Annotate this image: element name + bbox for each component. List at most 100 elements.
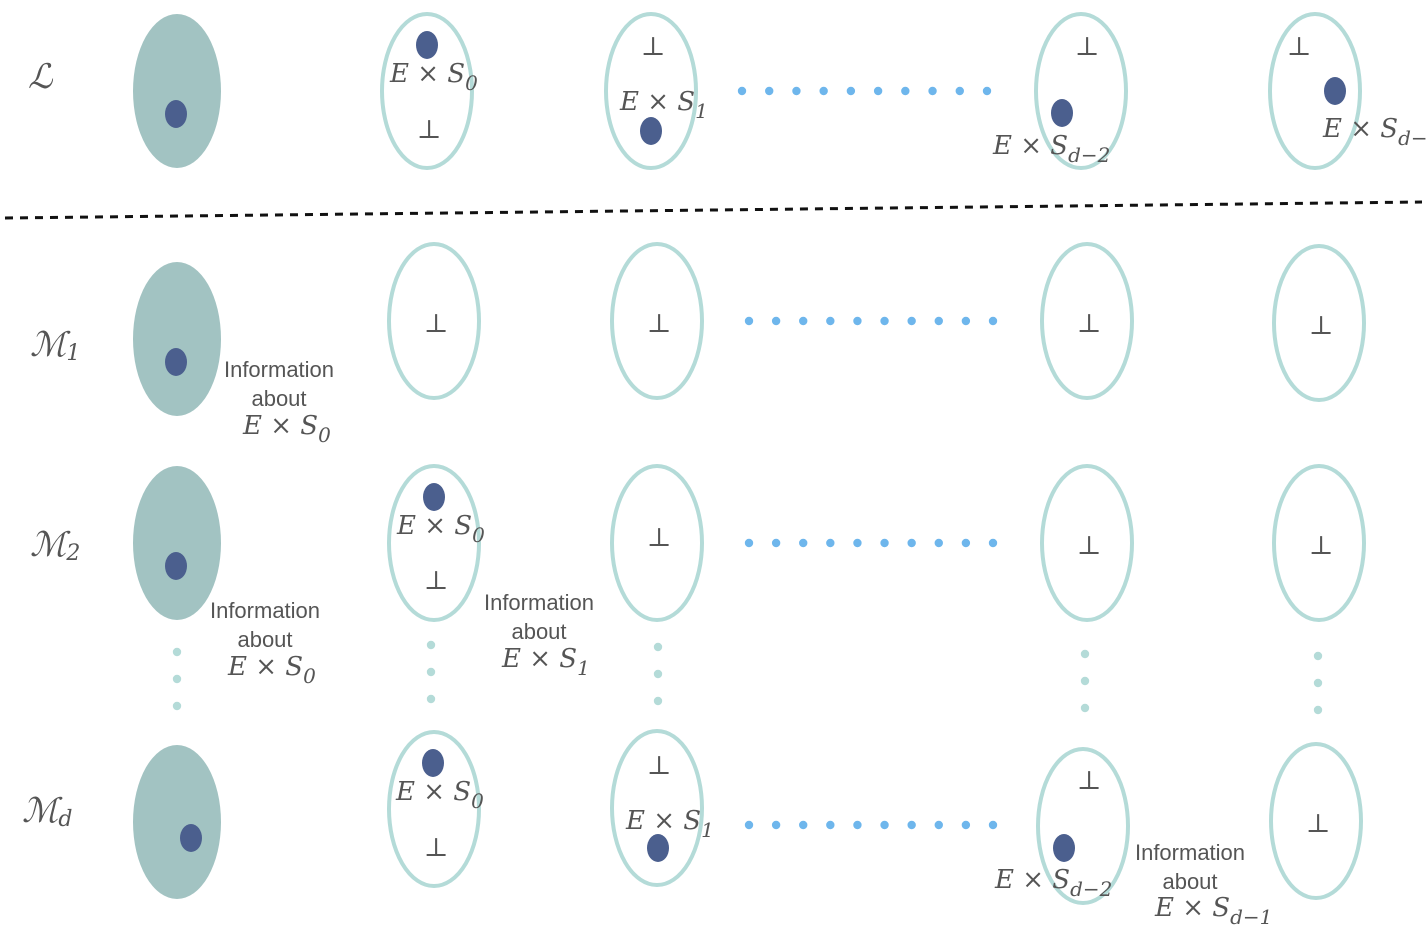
- row-dots-Md-dot: [934, 820, 943, 830]
- row-dots-M1-dot: [934, 316, 943, 326]
- row-dots-M2-dot: [826, 538, 835, 548]
- info-Md-line1: Information: [1135, 840, 1245, 865]
- vertical-dots-col1: [426, 640, 436, 704]
- row-dots-Md-dot: [853, 820, 862, 830]
- bottom-M1-S0: ⊥: [424, 309, 448, 339]
- row-dots-Md-dot: [771, 820, 781, 830]
- dot-Md-Sd2: [1053, 834, 1075, 862]
- bottom-M1-Sd1: ⊥: [1309, 311, 1333, 341]
- filled-ellipse-M1: [133, 262, 221, 416]
- row-L: E × S0 ⊥ ⊥ E × S1 ⊥ E × Sd−2 ⊥ E × Sd−1: [133, 12, 1426, 170]
- vertical-dots-col2-dot: [653, 642, 663, 652]
- ellipse-L-S0: [380, 12, 474, 170]
- label-Md-ExS0: E × S0: [395, 777, 484, 813]
- dot-L-S1: [640, 117, 662, 145]
- row-dots-M1-dot: [853, 316, 862, 326]
- row-dots-M2-dot: [880, 538, 889, 548]
- vertical-dots-col4-dot: [1313, 705, 1323, 715]
- row-dots-M1-dot: [880, 316, 889, 326]
- vertical-dots-col3: [1080, 649, 1090, 713]
- ellipse-L-Sd2: [1034, 12, 1128, 170]
- vertical-dots-col2-dot: [653, 696, 663, 706]
- row-dots-L-dot: [873, 86, 883, 96]
- row-label-M1: ℳ1: [30, 325, 80, 366]
- label-M2-ExS0: E × S0: [396, 511, 485, 547]
- info-M1-line1: Information: [224, 357, 334, 382]
- dot-M2-S0: [423, 483, 445, 511]
- row-Md: E × S0 ⊥ ⊥ E × S1 ⊥ E × Sd−2 ⊥ Informati…: [133, 729, 1363, 929]
- dot-M1-0: [165, 348, 187, 376]
- row-dots-M2: [744, 538, 998, 548]
- vertical-dots-col0-dot: [172, 647, 182, 657]
- vertical-dots-col3-dot: [1080, 676, 1090, 686]
- bottom-M2-Sd1: ⊥: [1309, 531, 1333, 561]
- row-dots-M2-dot: [961, 538, 971, 548]
- info-M1-ExS0: E × S0: [242, 411, 331, 447]
- ellipse-M2-Sd2: [1040, 464, 1134, 622]
- vertical-dots-col1-dot: [426, 694, 436, 704]
- row-M2: Information about E × S0 E × S0 ⊥ Inform…: [133, 464, 1366, 688]
- info-M2b-line1: Information: [484, 590, 594, 615]
- vertical-dots-col3-dot: [1080, 703, 1090, 713]
- info-M2b-ExS1: E × S1: [501, 644, 590, 680]
- row-dots-L-dot: [765, 86, 774, 96]
- row-dots-Md-dot: [744, 820, 754, 830]
- row-dots-L-dot: [982, 86, 992, 96]
- row-dots-M1: [744, 316, 998, 326]
- row-dots-Md-dot: [799, 820, 808, 830]
- ellipse-Md-Sd1: [1269, 742, 1363, 900]
- info-M1-line2: about: [251, 386, 306, 411]
- dot-M2-0: [165, 552, 187, 580]
- label-L-ExSd1: E × Sd−1: [1322, 114, 1426, 150]
- vertical-dots-col0-dot: [172, 701, 182, 711]
- row-dots-L-dot: [737, 86, 747, 96]
- ellipse-M1-Sd2: [1040, 242, 1134, 400]
- row-dots-M1-dot: [771, 316, 781, 326]
- bottom-M1-Sd2: ⊥: [1077, 309, 1101, 339]
- ellipse-M1-S0: [387, 242, 481, 400]
- row-dots-L-dot: [928, 86, 937, 96]
- row-dots-M1-dot: [988, 316, 998, 326]
- info-M2b-line2: about: [511, 619, 566, 644]
- row-dots-M2-dot: [853, 538, 862, 548]
- ellipse-M2-Sd1: [1272, 464, 1366, 622]
- dot-L-Sd2: [1051, 99, 1073, 127]
- ellipse-M1-Sd1: [1272, 244, 1366, 402]
- row-dots-Md-dot: [988, 820, 998, 830]
- row-dots-M2-dot: [744, 538, 754, 548]
- label-L-ExS0: E × S0: [389, 59, 478, 95]
- row-dots-Md: [744, 820, 998, 830]
- row-dots-L-dot: [901, 86, 910, 96]
- row-dots-M2-dot: [988, 538, 998, 548]
- dot-Md-0: [180, 824, 202, 852]
- filled-ellipse-Md: [133, 745, 221, 899]
- bottom-M2-S0: ⊥: [424, 566, 448, 596]
- vertical-dots-col0-dot: [172, 674, 182, 684]
- filled-ellipse-L: [133, 14, 221, 168]
- ellipse-Md-S0: [387, 730, 481, 888]
- label-Md-ExS1: E × S1: [625, 806, 714, 842]
- bottom-M1-S1: ⊥: [647, 309, 671, 339]
- ellipse-L-Sd1: [1268, 12, 1362, 170]
- ellipse-M2-S0: [387, 464, 481, 622]
- vertical-dots-col1-dot: [426, 640, 436, 650]
- vertical-dots-col4: [1313, 651, 1323, 715]
- row-dots-M1-dot: [744, 316, 754, 326]
- row-dots-Md-dot: [826, 820, 835, 830]
- label-L-ExSd2: E × Sd−2: [992, 131, 1110, 167]
- label-L-ExS1: E × S1: [619, 87, 708, 123]
- vertical-dots-col2-dot: [653, 669, 663, 679]
- row-dots-M2-dot: [771, 538, 781, 548]
- bottom-L-S0: ⊥: [417, 115, 441, 145]
- bottom-M2-Sd2: ⊥: [1077, 531, 1101, 561]
- row-dots-L-dot: [819, 86, 828, 96]
- ellipse-M1-S1: [610, 242, 704, 400]
- label-Md-ExSd2: E × Sd−2: [994, 865, 1112, 901]
- info-Md-line2: about: [1162, 869, 1217, 894]
- row-dots-M1-dot: [826, 316, 835, 326]
- row-label-M2: ℳ2: [30, 525, 80, 566]
- bottom-Md-Sd2: ⊥: [1077, 766, 1101, 796]
- row-dots-L: [737, 86, 992, 96]
- row-dots-Md-dot: [907, 820, 916, 830]
- row-label-L: ℒ: [28, 57, 54, 97]
